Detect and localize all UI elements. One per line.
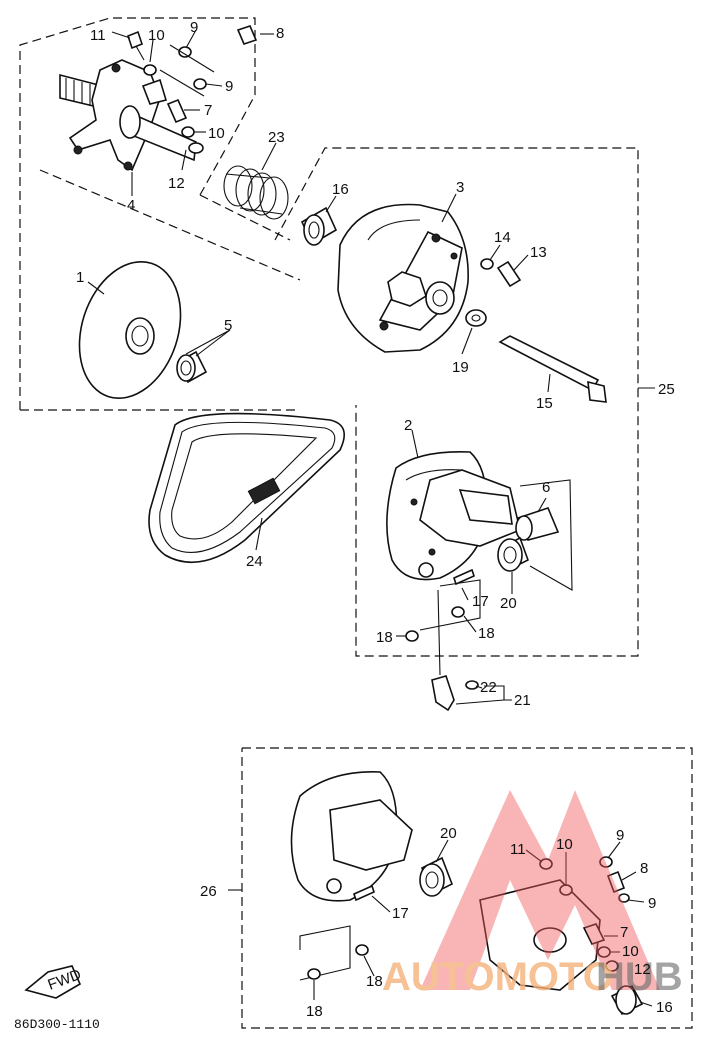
- movable-sheave: [78, 260, 182, 400]
- fixed-sheave-spider: [59, 59, 197, 172]
- callout-10-mid: 10: [208, 125, 225, 142]
- callout-21: 21: [514, 692, 531, 709]
- bushing-6-and-20: [497, 479, 573, 591]
- callout-lower-9-mid: 9: [648, 895, 656, 912]
- watermark-text-hub: HUB: [596, 955, 683, 999]
- leader-lines-lower: [313, 839, 653, 1007]
- callout-19: 19: [452, 359, 469, 376]
- callout-lower-7: 7: [620, 924, 628, 941]
- spider-lower: [479, 856, 644, 1016]
- watermark-text-main: AUTOMOTO: [382, 955, 614, 999]
- callout-16: 16: [332, 181, 349, 198]
- group-boundary-lower: [228, 747, 693, 1029]
- callout-6: 6: [542, 479, 550, 496]
- callout-lower-9-top: 9: [616, 827, 624, 844]
- spring: [223, 165, 289, 220]
- movable-sheave-cover: [337, 203, 469, 353]
- callout-18-right: 18: [478, 625, 495, 642]
- callout-8: 8: [276, 25, 284, 42]
- callout-lower-10-mid: 10: [622, 943, 639, 960]
- callout-15: 15: [536, 395, 553, 412]
- callout-22: 22: [480, 679, 497, 696]
- callout-17: 17: [472, 593, 489, 610]
- callout-13: 13: [530, 244, 547, 261]
- callout-1: 1: [76, 269, 84, 286]
- callout-lower-18-left: 18: [306, 1003, 323, 1020]
- hardware-lower-upper: [405, 568, 481, 712]
- automotohub-watermark: AUTOMOTO HUB: [382, 790, 683, 999]
- callout-9-top: 9: [190, 19, 198, 36]
- fixed-sheave-lower: [290, 771, 454, 981]
- callout-lower-18-right: 18: [366, 973, 383, 990]
- callout-3: 3: [456, 179, 464, 196]
- callout-10-top: 10: [148, 27, 165, 44]
- callout-lower-16: 16: [656, 999, 673, 1016]
- callout-24: 24: [246, 553, 263, 570]
- document-code: 86D300-1110: [14, 1017, 100, 1032]
- callout-23: 23: [268, 129, 285, 146]
- callout-lower-12: 12: [634, 961, 651, 978]
- callout-12: 12: [168, 175, 185, 192]
- callout-lower-10-top: 10: [556, 836, 573, 853]
- callout-lower-17: 17: [392, 905, 409, 922]
- callout-20: 20: [500, 595, 517, 612]
- callout-lower-11: 11: [510, 841, 526, 858]
- leader-lines-upper: [87, 29, 551, 705]
- callout-11: 11: [90, 27, 106, 44]
- callout-14: 14: [494, 229, 511, 246]
- bushings-5: [176, 350, 208, 384]
- fwd-arrow-icon: FWD: [24, 965, 84, 999]
- callout-2: 2: [404, 417, 412, 434]
- callout-7: 7: [204, 102, 212, 119]
- callout-26: 26: [200, 883, 217, 900]
- fixed-sheave-2: [386, 451, 521, 581]
- callout-9-mid: 9: [225, 78, 233, 95]
- callout-5: 5: [224, 317, 232, 334]
- drive-belt: [148, 412, 346, 563]
- callout-4: 4: [127, 197, 135, 214]
- callout-lower-8: 8: [640, 860, 648, 877]
- callout-lower-20: 20: [440, 825, 457, 842]
- hardware-cover: [465, 258, 607, 403]
- bushing-16: [300, 206, 338, 246]
- callout-18-left: 18: [376, 629, 393, 646]
- callout-25: 25: [658, 381, 675, 398]
- callout-labels: 11 10 9 8 9 7 10 12 4 23 16 3 14 13 19 1…: [76, 19, 675, 1020]
- group-boundary-upper: [19, 17, 655, 657]
